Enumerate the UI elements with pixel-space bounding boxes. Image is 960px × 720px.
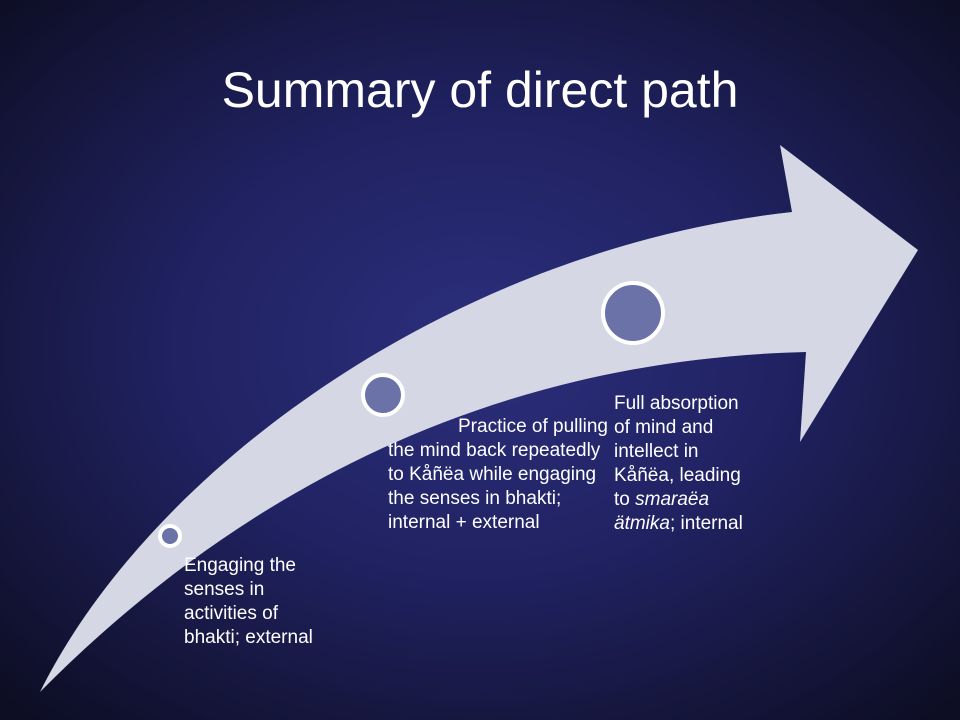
step-3-text: Full absorption of mind and intellect in… [614,392,809,536]
step-marker-2 [361,373,405,417]
curved-arrow-shape [40,145,918,692]
step-marker-1 [158,524,182,548]
step-1-text: Engaging the senses in activities of bha… [184,555,313,648]
step-3-text-start: Full absorption of mind and intellect in… [614,393,741,510]
step-2-text: Practice of pulling the mind back repeat… [388,416,608,533]
step-3-text-end: ; internal [669,513,743,534]
step-3-text-italic: smaraëa ätmika [614,489,710,534]
slide-title: Summary of direct path [221,62,739,118]
step-marker-3 [601,281,665,345]
